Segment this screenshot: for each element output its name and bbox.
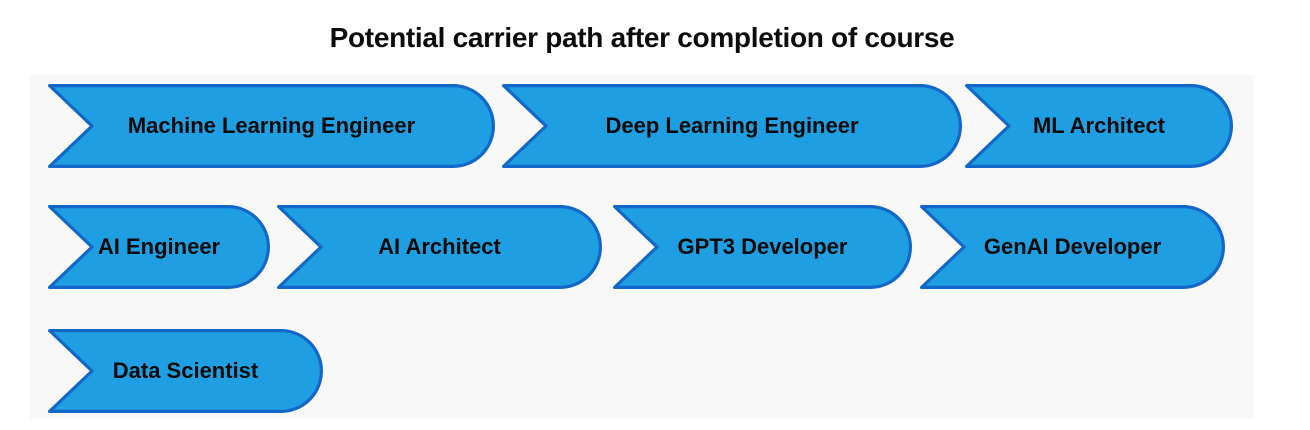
arrow-banner-shape xyxy=(920,205,1225,289)
stage-label: GPT3 Developer xyxy=(677,234,848,259)
stage-label: AI Engineer xyxy=(97,234,221,259)
stage-ml-architect: ML Architect xyxy=(965,84,1233,168)
stage-ai-engineer: AI Engineer xyxy=(48,205,270,289)
arrow-banner-shape xyxy=(48,329,323,413)
stage-ai-architect: AI Architect xyxy=(277,205,602,289)
stage-label: Data Scientist xyxy=(112,358,259,383)
stage-label: ML Architect xyxy=(1032,113,1166,138)
arrow-banner-shape xyxy=(502,84,962,168)
stage-label: GenAI Developer xyxy=(983,234,1162,259)
stage-label: AI Architect xyxy=(378,234,501,259)
arrow-banner-shape xyxy=(277,205,602,289)
arrow-banner-shape xyxy=(48,205,270,289)
arrow-banner-shape xyxy=(613,205,912,289)
diagram-panel: Machine Learning Engineer Deep Learning … xyxy=(30,75,1254,419)
stage-label: Deep Learning Engineer xyxy=(605,113,859,138)
stage-genai-developer: GenAI Developer xyxy=(920,205,1225,289)
stage-gpt3-developer: GPT3 Developer xyxy=(613,205,912,289)
diagram-title: Potential carrier path after completion … xyxy=(329,22,955,53)
stage-data-scientist: Data Scientist xyxy=(48,329,323,413)
stage-machine-learning-engineer: Machine Learning Engineer xyxy=(48,84,495,168)
arrow-banner-shape xyxy=(965,84,1233,168)
arrow-banner-shape xyxy=(48,84,495,168)
stage-deep-learning-engineer: Deep Learning Engineer xyxy=(502,84,962,168)
stage-label: Machine Learning Engineer xyxy=(127,113,416,138)
